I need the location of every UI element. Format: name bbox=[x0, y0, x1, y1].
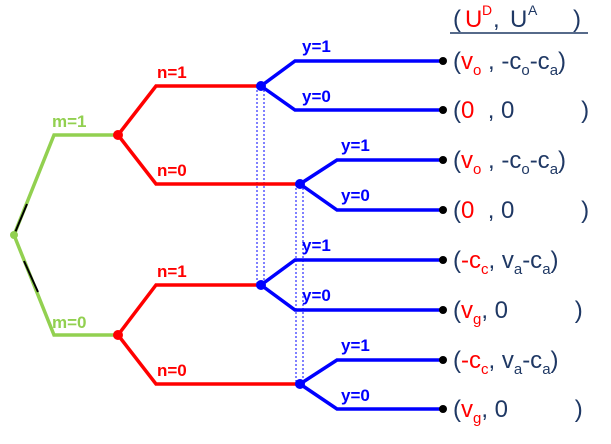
n-label: n=0 bbox=[157, 161, 187, 180]
payoff-part: , v bbox=[489, 347, 514, 374]
payoff-part: o bbox=[521, 62, 529, 79]
payoff-part: a bbox=[514, 361, 523, 378]
payoff-part: -c bbox=[530, 48, 550, 75]
payoff-part: ) bbox=[508, 297, 583, 324]
m-branches bbox=[12, 133, 118, 337]
payoff-part: ) bbox=[514, 197, 589, 224]
payoff-part: ( bbox=[453, 347, 461, 374]
payoff-part: -c bbox=[522, 347, 542, 374]
payoff-part: -c bbox=[461, 347, 481, 374]
y-branches bbox=[259, 59, 443, 411]
payoff-part: , 0 bbox=[474, 97, 514, 124]
payoff-part: ( bbox=[453, 297, 461, 324]
payoff-part: , v bbox=[489, 247, 514, 274]
y-label: y=1 bbox=[341, 336, 370, 355]
root-mark bbox=[13, 203, 28, 236]
n-branch bbox=[116, 84, 261, 137]
payoff-row: (vg, 0 ) bbox=[453, 297, 583, 328]
m0-node bbox=[113, 330, 123, 340]
payoff-row: (vo , -co-ca) bbox=[453, 48, 566, 79]
root-mark bbox=[23, 260, 39, 293]
payoff-part: ( bbox=[453, 197, 461, 224]
header-ua: U bbox=[510, 6, 527, 33]
payoff-header: ( U D , U A ) bbox=[450, 2, 588, 34]
header-comma: , bbox=[493, 6, 500, 33]
payoff-part: g bbox=[473, 410, 481, 427]
header-ud-sup: D bbox=[482, 2, 492, 18]
n-label: n=1 bbox=[157, 63, 187, 82]
y-label: y=0 bbox=[302, 87, 331, 106]
payoff-part: , 0 bbox=[481, 396, 508, 423]
payoff-part: c bbox=[481, 361, 489, 378]
m1-node bbox=[113, 130, 123, 140]
n-label: n=0 bbox=[157, 361, 187, 380]
payoff-part: v bbox=[461, 297, 473, 324]
payoff-part: 0 bbox=[461, 97, 474, 124]
n-branch bbox=[116, 133, 300, 186]
m1-branch bbox=[12, 133, 118, 236]
payoff-part: ) bbox=[558, 147, 566, 174]
terminal-nodes bbox=[439, 57, 447, 413]
payoff-part: ( bbox=[453, 396, 461, 423]
payoff-part: g bbox=[473, 311, 481, 328]
payoff-rows: (vo , -co-ca)(0 , 0 )(vo , -co-ca)(0 , 0… bbox=[453, 48, 589, 427]
payoff-part: a bbox=[514, 261, 523, 278]
payoff-part: -c bbox=[522, 247, 542, 274]
payoff-part: -c bbox=[461, 247, 481, 274]
payoff-part: ) bbox=[508, 396, 583, 423]
payoff-part: , -c bbox=[481, 147, 521, 174]
m0-label: m=0 bbox=[52, 313, 87, 332]
payoff-part: , -c bbox=[481, 48, 521, 75]
information-sets bbox=[256, 86, 304, 384]
payoff-part: ) bbox=[551, 247, 559, 274]
payoff-part: v bbox=[461, 396, 473, 423]
payoff-part: o bbox=[473, 161, 481, 178]
payoff-row: (-cc, va-ca) bbox=[453, 347, 559, 378]
header-ud: U bbox=[465, 6, 482, 33]
payoff-part: v bbox=[461, 147, 473, 174]
payoff-part: 0 bbox=[461, 197, 474, 224]
payoff-part: ) bbox=[514, 97, 589, 124]
payoff-part: , 0 bbox=[481, 297, 508, 324]
y-label: y=1 bbox=[341, 136, 370, 155]
payoff-part: ( bbox=[453, 247, 461, 274]
payoff-part: a bbox=[542, 261, 551, 278]
payoff-part: ( bbox=[453, 147, 461, 174]
payoff-part: ) bbox=[551, 347, 559, 374]
n-branch bbox=[116, 283, 261, 337]
payoff-part: , 0 bbox=[474, 197, 514, 224]
payoff-part: a bbox=[542, 361, 551, 378]
header-ua-sup: A bbox=[528, 2, 538, 18]
y-label: y=1 bbox=[302, 236, 331, 255]
n-branch bbox=[116, 333, 300, 386]
payoff-part: a bbox=[550, 161, 559, 178]
header-close: ) bbox=[573, 6, 581, 33]
y-label: y=0 bbox=[302, 286, 331, 305]
payoff-part: ( bbox=[453, 48, 461, 75]
payoff-part: a bbox=[550, 62, 559, 79]
y-label: y=0 bbox=[341, 186, 370, 205]
y-label: y=0 bbox=[341, 386, 370, 405]
root-marks bbox=[13, 203, 39, 293]
y-decision-nodes bbox=[256, 81, 305, 389]
header-open: ( bbox=[453, 6, 461, 33]
payoff-row: (vo , -co-ca) bbox=[453, 147, 566, 178]
y-label: y=1 bbox=[302, 37, 331, 56]
payoff-row: (0 , 0 ) bbox=[453, 97, 589, 124]
payoff-part: ( bbox=[453, 97, 461, 124]
m1-label: m=1 bbox=[52, 112, 87, 131]
payoff-part: c bbox=[481, 261, 489, 278]
n-branches bbox=[116, 84, 300, 386]
n-label: n=1 bbox=[157, 262, 187, 281]
payoff-part: o bbox=[521, 161, 529, 178]
payoff-part: v bbox=[461, 48, 473, 75]
payoff-part: ) bbox=[558, 48, 566, 75]
payoff-part: -c bbox=[530, 147, 550, 174]
root-node bbox=[10, 231, 18, 239]
payoff-row: (-cc, va-ca) bbox=[453, 247, 559, 278]
payoff-row: (0 , 0 ) bbox=[453, 197, 589, 224]
payoff-part: o bbox=[473, 62, 481, 79]
payoff-row: (vg, 0 ) bbox=[453, 396, 583, 427]
